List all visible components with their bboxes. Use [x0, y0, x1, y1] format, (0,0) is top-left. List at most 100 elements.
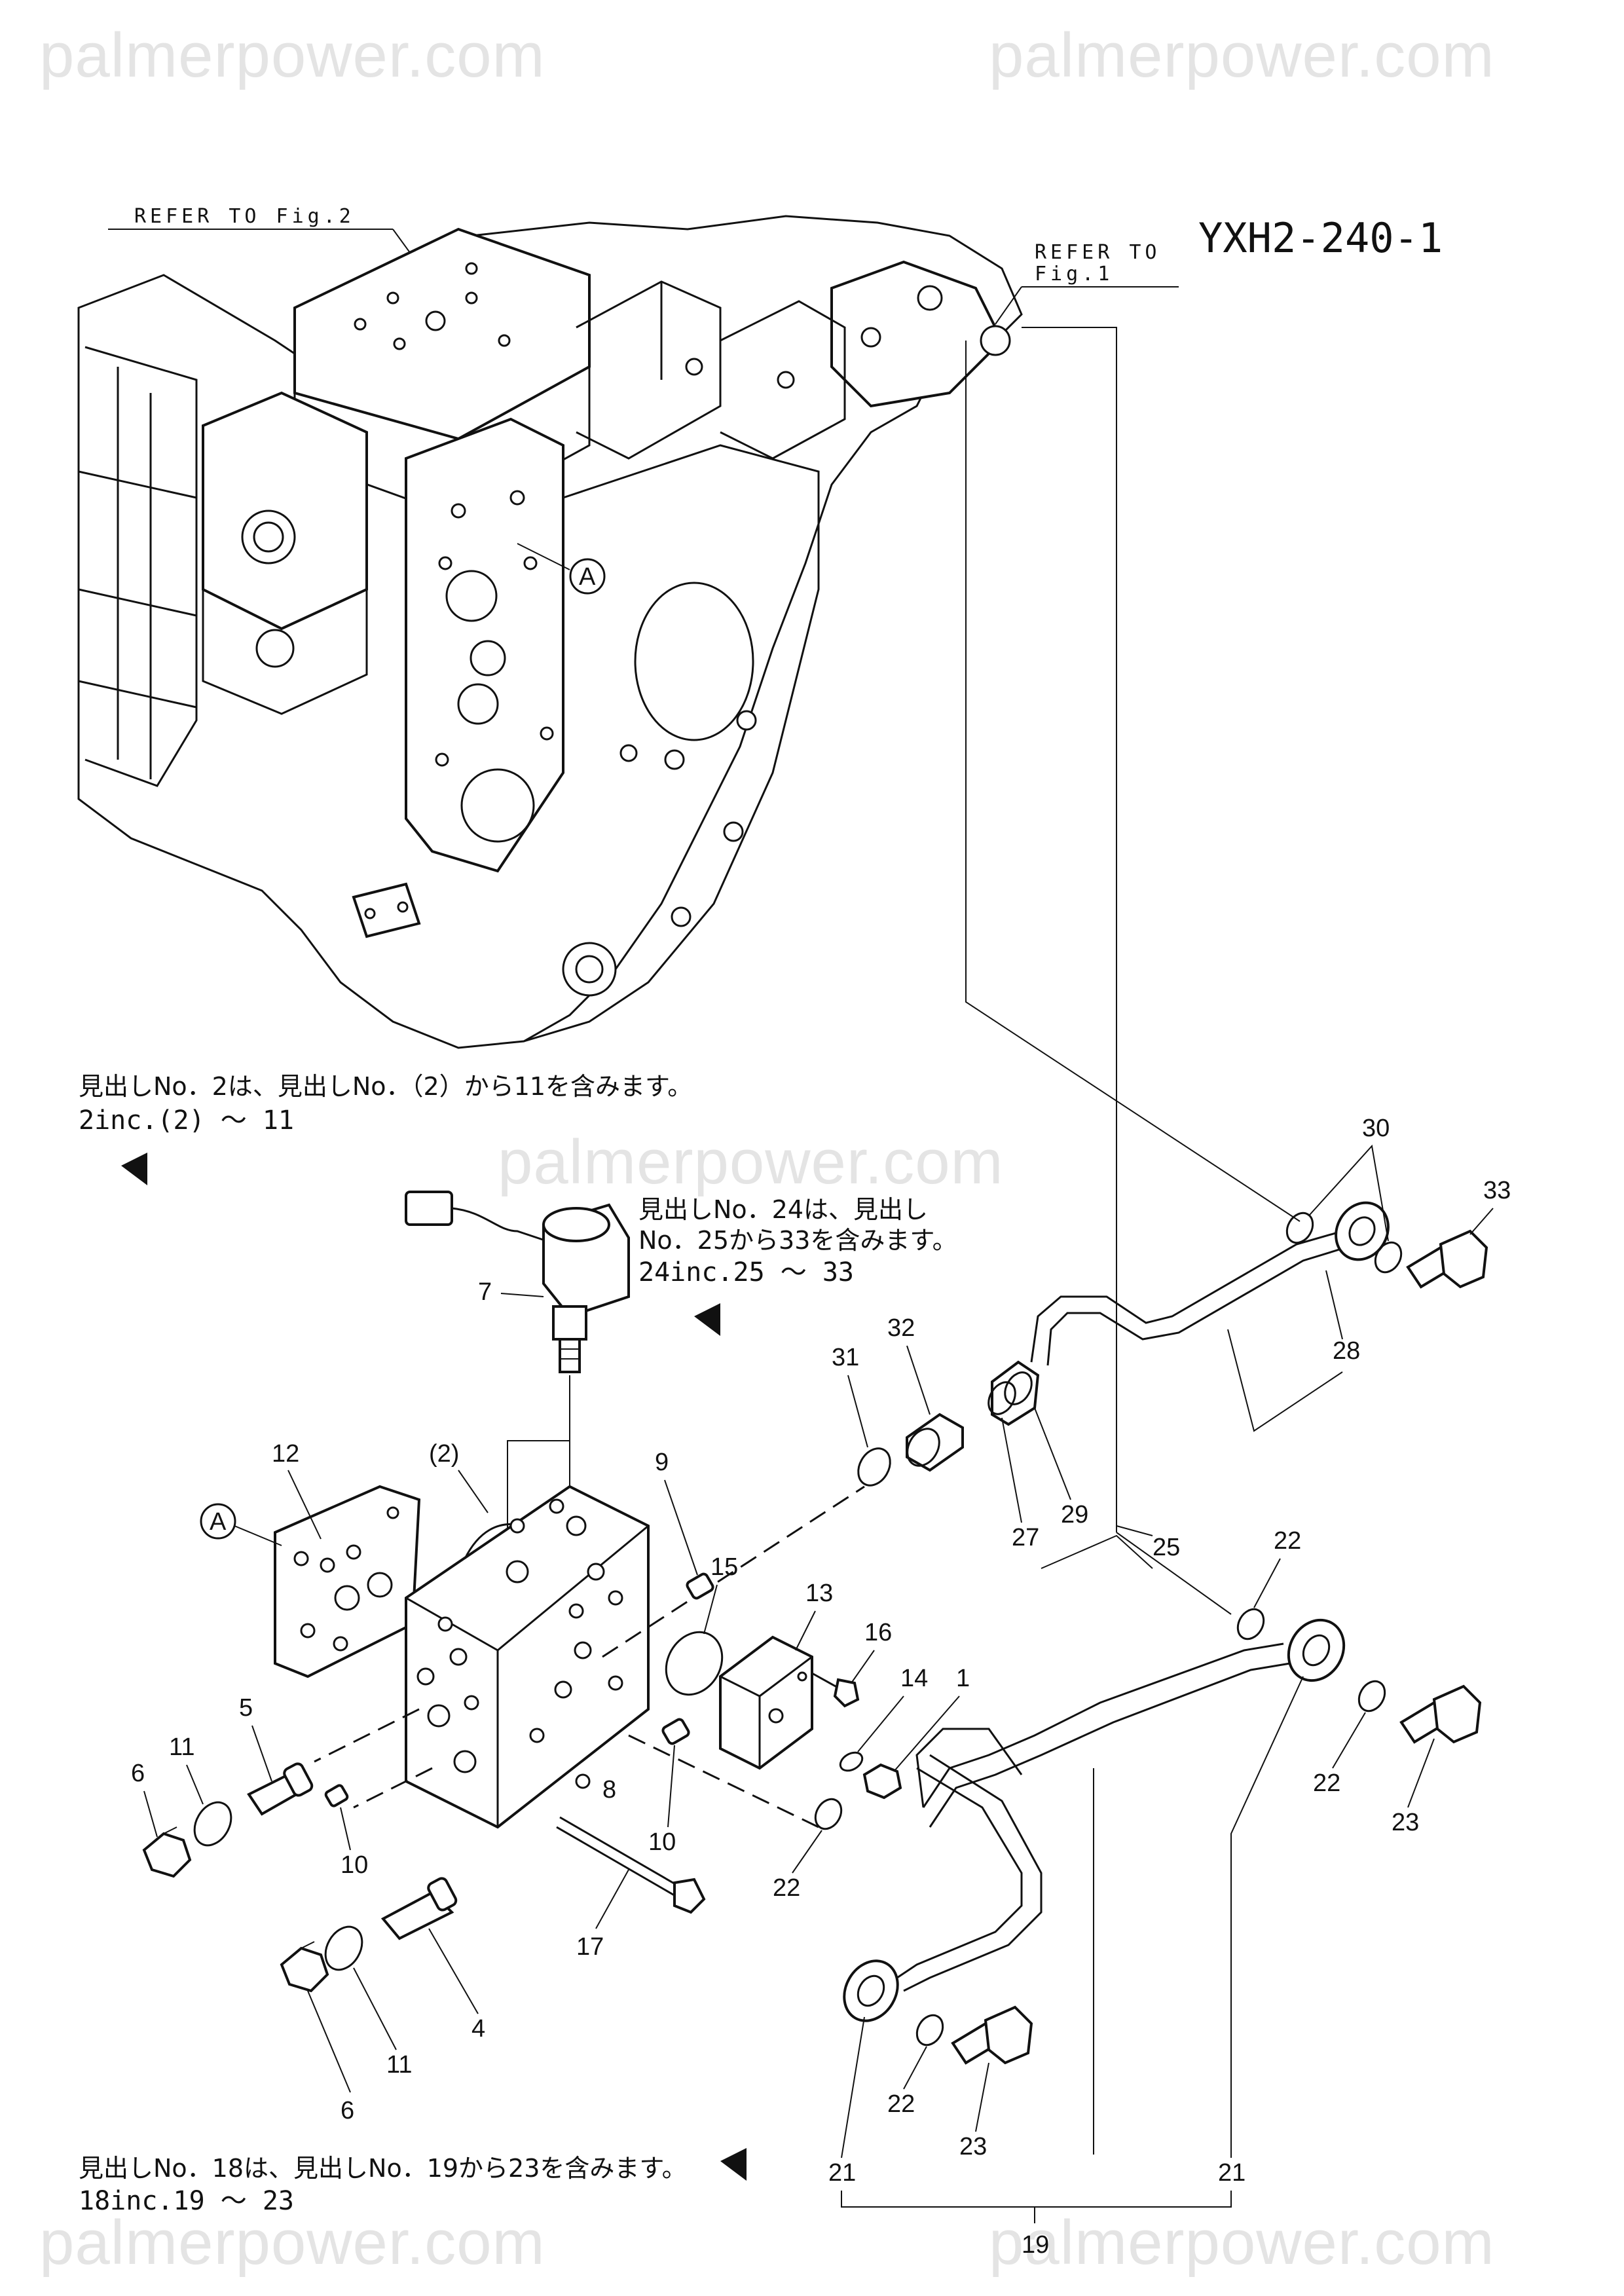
pipe-21-lower[interactable] — [834, 1754, 1043, 2031]
plug-8[interactable] — [575, 1773, 591, 1789]
washer-22-left[interactable] — [810, 1794, 846, 1834]
plug-9[interactable] — [686, 1572, 714, 1600]
view-marker-a-top — [569, 558, 606, 595]
callout-28-bracket — [1227, 1329, 1343, 1432]
plug-6-lower[interactable] — [280, 1941, 329, 1993]
plug-6-upper[interactable] — [142, 1826, 192, 1878]
callout-19: 19 — [1022, 2231, 1049, 2259]
callout-33-leader — [1469, 1208, 1494, 1235]
reference-line-top-to-30 — [965, 341, 1301, 1222]
bracket-19 — [841, 2191, 1232, 2208]
washer-22-right[interactable] — [1354, 1676, 1390, 1716]
callout-11-upper: 11 — [169, 1733, 194, 1761]
callout-13: 13 — [805, 1580, 833, 1607]
callout-15: 15 — [710, 1553, 738, 1581]
relief-valve-5[interactable] — [247, 1762, 314, 1816]
callout-28: 28 — [1333, 1337, 1360, 1365]
callout-23-bottom-leader — [975, 2062, 989, 2132]
reference-fig1-line1[interactable]: REFER TO — [1035, 241, 1161, 264]
bolt-16[interactable] — [811, 1672, 860, 1708]
note-arrow-group2 — [121, 1153, 147, 1185]
plug-10-left[interactable] — [324, 1784, 349, 1807]
o-ring-11-lower[interactable] — [318, 1920, 369, 1976]
watermark-bottom-left: palmerpower.com — [39, 2208, 545, 2278]
plug-10-right[interactable] — [661, 1718, 690, 1745]
callout-12: 12 — [272, 1440, 299, 1468]
note-arrow-group18 — [720, 2148, 747, 2181]
valve-body-2[interactable] — [405, 1485, 650, 1829]
view-marker-a-bottom — [200, 1503, 236, 1540]
washer-30-left[interactable] — [1282, 1208, 1318, 1248]
callout-31: 31 — [832, 1344, 859, 1371]
relief-valve-4[interactable] — [380, 1877, 458, 1940]
callout-25: 25 — [1153, 1534, 1180, 1561]
view-marker-a-top-label: A — [579, 563, 596, 591]
callout-7-leader — [500, 1293, 544, 1297]
callout-6-lower-leader — [307, 1990, 351, 2093]
note-arrow-group24 — [694, 1303, 720, 1336]
callout-9: 9 — [655, 1449, 669, 1476]
note-group24-jp-line2: No．25から33を含みます。 — [638, 1226, 957, 1255]
pipe-28[interactable] — [1030, 1193, 1398, 1366]
callout-30: 30 — [1362, 1115, 1390, 1142]
callout-2-leader — [458, 1470, 489, 1513]
callout-25-leader — [1116, 1525, 1153, 1536]
note-group24-jp-line1: 見出しNo．24は、見出し — [638, 1195, 929, 1224]
callout-15-leader — [703, 1584, 718, 1635]
callout-22-left-leader — [792, 1830, 822, 1874]
callout-5: 5 — [239, 1694, 253, 1722]
callout-17: 17 — [576, 1933, 604, 1961]
washer-22-top[interactable] — [1232, 1604, 1268, 1644]
callout-7: 7 — [478, 1278, 492, 1306]
o-ring-11-upper[interactable] — [187, 1796, 238, 1852]
callout-27-leader — [1001, 1417, 1022, 1523]
washer-31[interactable] — [852, 1443, 896, 1491]
cover-13[interactable] — [719, 1635, 813, 1770]
reference-fig1-line2[interactable]: Fig.1 — [1035, 263, 1113, 286]
callout-21-left: 21 — [828, 2159, 856, 2187]
callout-32: 32 — [887, 1314, 915, 1342]
note-group2-jp: 見出しNo．2は、見出しNo．（2）から11を含みます。 — [79, 1072, 693, 1101]
callout-22-right: 22 — [1313, 1769, 1340, 1797]
axis-line-4 — [353, 1767, 433, 1809]
callout-22-bottom-leader — [903, 2046, 927, 2090]
banjo-bolt-33[interactable] — [1406, 1229, 1488, 1289]
callout-9-leader — [664, 1479, 698, 1576]
callout-10-left-leader — [340, 1807, 351, 1851]
callout-17-leader — [595, 1869, 629, 1929]
solenoid-valve-7[interactable] — [405, 1191, 630, 1373]
callout-33: 33 — [1483, 1177, 1511, 1204]
pipe-21-upper[interactable] — [915, 1610, 1355, 1828]
watermark-top-right: palmerpower.com — [989, 20, 1495, 90]
reference-fig2[interactable]: REFER TO Fig.2 — [134, 205, 355, 228]
washer-30-right[interactable] — [1370, 1238, 1406, 1277]
reference-fig1-leader — [995, 286, 1022, 325]
gasket-plate-12[interactable] — [274, 1485, 421, 1678]
callout-29-leader — [1034, 1407, 1071, 1500]
callout-30-leader — [1309, 1144, 1389, 1242]
callout-22-left: 22 — [773, 1874, 800, 1902]
banjo-bolt-23-right[interactable] — [1399, 1684, 1482, 1744]
drawing-code: YXH2-240-1 — [1198, 214, 1443, 262]
callout-13-leader — [795, 1610, 816, 1651]
watermark-center: palmerpower.com — [498, 1127, 1004, 1197]
engine-housing — [77, 215, 1023, 1049]
callout-2-paren: (2) — [429, 1440, 459, 1468]
washer-14[interactable] — [837, 1749, 865, 1775]
bracket-25 — [1041, 1534, 1153, 1569]
callout-23-right-leader — [1407, 1738, 1435, 1808]
callout-23-bottom: 23 — [959, 2133, 987, 2160]
callout-31-leader — [847, 1375, 868, 1448]
banjo-bolt-23-bottom[interactable] — [951, 2005, 1033, 2065]
callout-11-lower: 11 — [386, 2051, 412, 2079]
washer-22-bottom[interactable] — [912, 2010, 948, 2050]
o-ring-15[interactable] — [655, 1622, 733, 1705]
bolt-17[interactable] — [556, 1816, 706, 1914]
adapter-32[interactable] — [901, 1413, 964, 1472]
callout-21-right-leader — [1230, 1676, 1304, 2158]
callout-21-right: 21 — [1218, 2159, 1246, 2187]
fitting-27-29[interactable] — [983, 1360, 1040, 1426]
plug-1[interactable] — [862, 1763, 902, 1800]
callout-22-right-leader — [1332, 1712, 1366, 1769]
